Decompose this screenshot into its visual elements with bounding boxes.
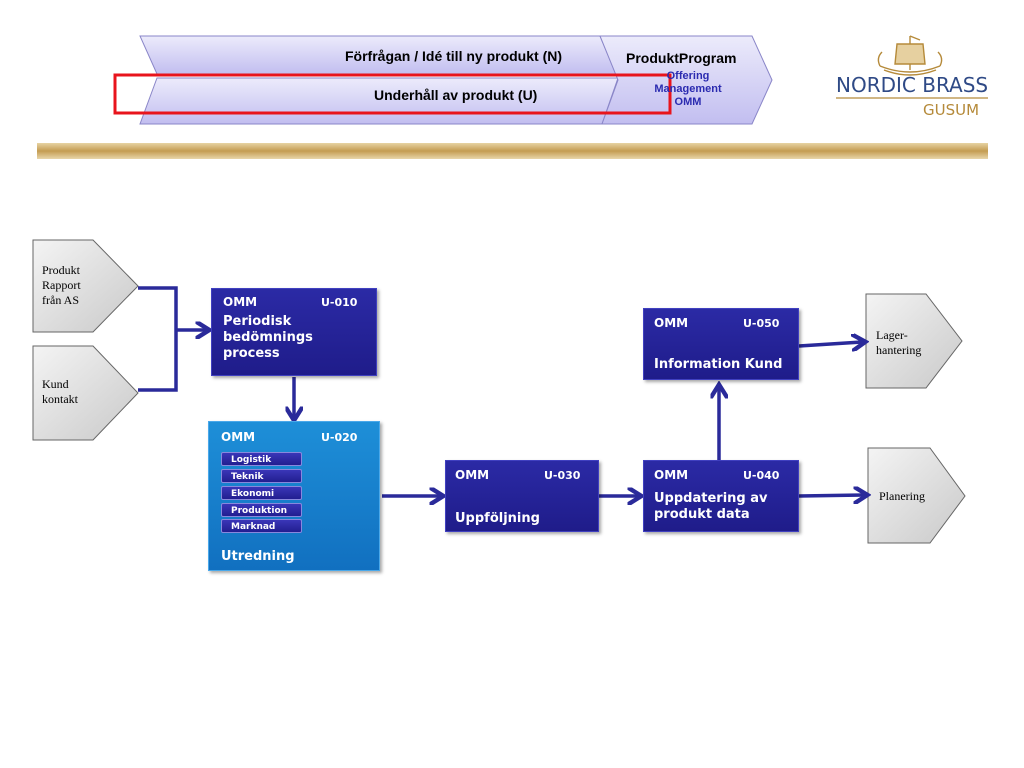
u010-text: Periodisk bedömnings process (223, 314, 313, 361)
process-box-u020: OMM U-020 Logistik Teknik Ekonomi Produk… (208, 421, 380, 571)
u050-omm: OMM (654, 316, 689, 330)
sub-item-ekonomi: Ekonomi (221, 486, 302, 500)
process-box-u030: OMM U-030 Uppföljning (445, 460, 599, 532)
u030-omm: OMM (455, 468, 490, 482)
output-shape-planering (867, 447, 966, 544)
u020-label: Utredning (221, 549, 295, 564)
u050-label: Information Kund (654, 357, 783, 372)
process-box-u040: OMM U-040 Uppdatering av produkt data (643, 460, 799, 532)
produkt-program-chevron (599, 35, 773, 125)
u040-omm: OMM (654, 468, 689, 482)
u050-code: U-050 (743, 317, 780, 330)
u040-code: U-040 (743, 469, 780, 482)
gold-separator (37, 143, 988, 159)
sub-item-logistik: Logistik (221, 452, 302, 466)
logo-gusum: GUSUM (923, 101, 980, 119)
logo-nordic-brass: NORDIC BRASS (836, 73, 989, 97)
output-label-lager: Lager- hantering (876, 328, 922, 357)
output-label-planering: Planering (879, 489, 925, 503)
input-shape-kund-kontakt (32, 345, 139, 441)
input-label-produkt-rapport: Produkt Rapport från AS (42, 263, 81, 307)
output-shape-lager (865, 293, 963, 389)
u020-omm: OMM (221, 430, 256, 444)
sub-item-teknik: Teknik (221, 469, 302, 483)
ship-icon (877, 35, 943, 76)
produkt-program-subtitle: Offering Management OMM (654, 70, 722, 108)
arrow-u040-to-planering (798, 495, 864, 496)
u010-code: U-010 (321, 296, 358, 309)
highlight-frame (113, 73, 672, 115)
input-shape-produkt-rapport (32, 239, 139, 333)
arrow-u050-to-lager (798, 342, 862, 346)
process-box-u010: OMM U-010 Periodisk bedömnings process (211, 288, 377, 376)
chevron-top-label: Förfrågan / Idé till ny produkt (N) (345, 48, 562, 64)
produkt-program-title: ProduktProgram (626, 50, 737, 66)
u030-label: Uppföljning (455, 511, 540, 526)
chevron-bottom-label: Underhåll av produkt (U) (374, 87, 538, 103)
u020-code: U-020 (321, 431, 358, 444)
u010-omm: OMM (223, 295, 258, 309)
u030-code: U-030 (544, 469, 581, 482)
input-label-kund-kontakt: Kund kontakt (42, 377, 78, 406)
sub-item-produktion: Produktion (221, 503, 302, 517)
connector-inputs-merge (138, 286, 178, 392)
u040-text: Uppdatering av produkt data (654, 491, 768, 522)
process-box-u050: OMM U-050 Information Kund (643, 308, 799, 380)
sub-item-marknad: Marknad (221, 519, 302, 533)
